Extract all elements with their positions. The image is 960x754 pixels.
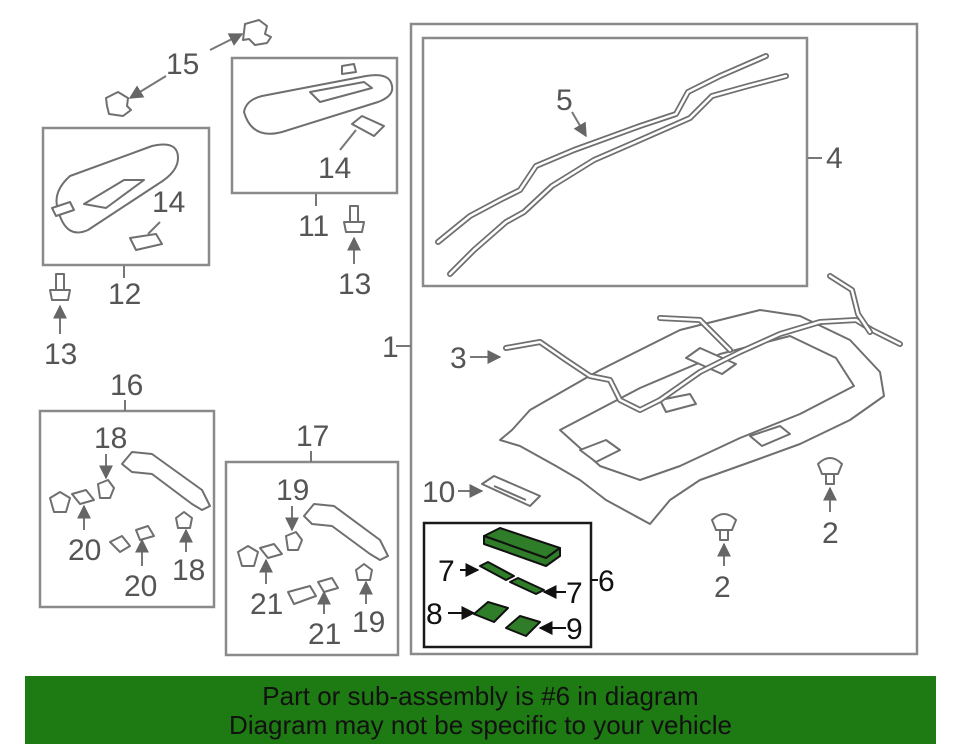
handle-cover-rear	[287, 577, 339, 605]
bolt-13-left	[49, 273, 71, 301]
callout-6: 6	[598, 565, 615, 598]
push-clip-2-right	[817, 457, 843, 485]
callout-16: 16	[110, 369, 143, 402]
info-banner: Part or sub-assembly is #6 in diagram Di…	[25, 676, 936, 744]
handle-clip-front-a	[97, 479, 115, 499]
callout-1: 1	[382, 331, 399, 364]
callout-19-upper: 19	[276, 474, 309, 507]
left-sunvisor-part	[51, 143, 179, 234]
dome-lamp-housing	[483, 527, 561, 567]
dome-lamp-bulb-left	[479, 561, 515, 581]
dome-lamp-lens-right	[505, 615, 541, 637]
leader-14-right	[339, 129, 357, 151]
handle-cap-front-c	[109, 525, 155, 553]
banner-line-1: Part or sub-assembly is #6 in diagram	[262, 681, 699, 711]
callout-8: 8	[426, 598, 443, 631]
callout-17: 17	[296, 420, 329, 453]
callout-13-right: 13	[338, 268, 371, 301]
handle-clip-rear-b	[355, 563, 373, 581]
visor-clip-upper	[242, 19, 272, 46]
callout-14-right: 14	[318, 152, 351, 185]
callout-13-left: 13	[44, 338, 77, 371]
front-grab-handle-box	[38, 409, 216, 609]
dome-lamp-lens-left	[473, 601, 509, 623]
callout-2-right: 2	[822, 517, 839, 550]
callout-5: 5	[556, 84, 573, 117]
headliner-part	[499, 309, 885, 525]
handle-cap-rear-a	[237, 545, 259, 567]
callout-18-lower: 18	[172, 554, 205, 587]
leader-14-left	[147, 221, 161, 235]
callout-2-left: 2	[714, 571, 731, 604]
vanity-lamp-right	[351, 115, 385, 137]
vanity-lamp-left	[129, 233, 163, 251]
callout-7-right: 7	[566, 577, 583, 610]
drip-rail-box	[421, 36, 809, 288]
callout-20-left: 20	[68, 534, 101, 567]
callout-19-lower: 19	[352, 606, 385, 639]
callout-18-upper: 18	[94, 422, 127, 455]
leader-15-lower	[128, 75, 167, 99]
right-sunvisor-part	[243, 63, 394, 135]
handle-cap-front-a	[49, 491, 71, 513]
callout-7-left: 7	[438, 555, 455, 588]
map-lamp-part	[481, 475, 541, 507]
callout-3: 3	[450, 342, 467, 375]
handle-cap-front-b	[71, 489, 95, 505]
grab-handle-rear	[303, 503, 389, 561]
callout-14-left: 14	[152, 186, 185, 219]
drip-rail-part	[435, 53, 789, 277]
bolt-13-right	[343, 205, 365, 233]
banner-line-2: Diagram may not be specific to your vehi…	[229, 710, 732, 740]
grab-handle-front	[121, 451, 211, 511]
dome-lamp-bulb-right	[509, 577, 545, 595]
visor-clip-lower	[105, 91, 132, 117]
left-sunvisor-box	[41, 126, 211, 267]
wiring-harness	[503, 273, 903, 413]
leader-15-upper	[209, 33, 244, 51]
callout-11: 11	[298, 210, 329, 243]
callout-21-left: 21	[250, 588, 283, 621]
callout-12: 12	[108, 278, 141, 311]
callout-10: 10	[422, 476, 455, 509]
handle-clip-rear-a	[285, 531, 303, 551]
push-clip-2-left	[711, 513, 737, 541]
handle-cap-rear-b	[259, 543, 283, 559]
dome-lamp-box	[422, 521, 593, 649]
callout-20-lower: 20	[124, 570, 157, 603]
handle-clip-front-b	[175, 511, 193, 529]
headliner-assembly-box	[409, 22, 919, 656]
callout-21-lower: 21	[308, 618, 341, 651]
callout-15: 15	[166, 48, 199, 81]
callout-9: 9	[566, 613, 583, 646]
leader-5	[571, 111, 587, 138]
callout-4: 4	[826, 142, 843, 175]
right-sunvisor-box	[230, 56, 399, 195]
